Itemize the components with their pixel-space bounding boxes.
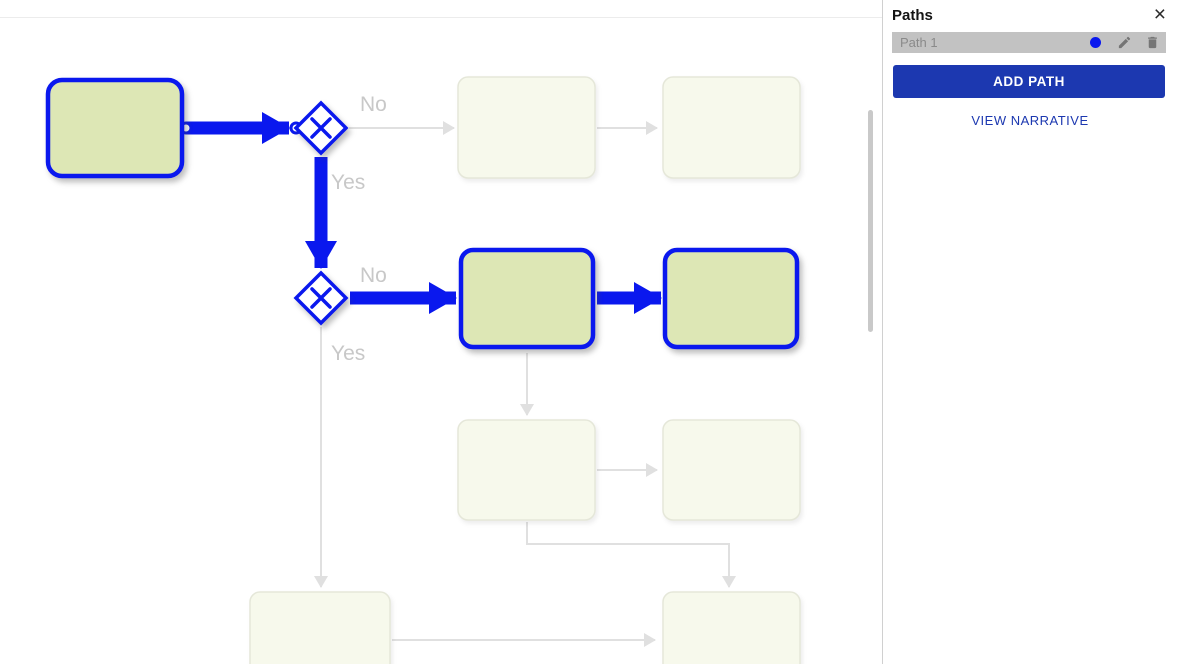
paths-panel-header: Paths × bbox=[883, 0, 1177, 26]
diagram-canvas: No Yes No Yes bbox=[0, 17, 882, 664]
task-node-start[interactable] bbox=[45, 77, 185, 179]
gateway1-x-icon bbox=[310, 117, 332, 139]
flow-diagram: No Yes No Yes bbox=[45, 76, 801, 664]
task-node-2[interactable] bbox=[457, 76, 596, 179]
close-panel-button[interactable]: × bbox=[1152, 4, 1168, 25]
edge-center6-bottom9 bbox=[526, 522, 736, 588]
canvas-top-divider bbox=[0, 17, 882, 18]
path-list-item[interactable]: Path 1 bbox=[892, 32, 1166, 53]
vertical-scrollbar-thumb[interactable] bbox=[868, 110, 873, 332]
gateway1-yes-label: Yes bbox=[331, 171, 365, 194]
gateway-node-1[interactable] bbox=[293, 100, 349, 156]
gateway-node-2[interactable] bbox=[293, 270, 349, 326]
trash-icon bbox=[1148, 36, 1157, 49]
paths-panel: Paths × Path 1 ADD PATH VIEW NARRATIVE bbox=[882, 0, 1177, 664]
task-node-3[interactable] bbox=[662, 76, 801, 179]
gateway2-yes-label: Yes bbox=[331, 342, 365, 365]
add-path-button[interactable]: ADD PATH bbox=[893, 65, 1165, 98]
task-node-8[interactable] bbox=[249, 591, 391, 664]
task-node-7[interactable] bbox=[662, 419, 801, 521]
task-node-6[interactable] bbox=[457, 419, 596, 521]
paths-panel-title: Paths bbox=[892, 6, 933, 24]
gateway1-no-label: No bbox=[360, 93, 387, 116]
edit-path-button[interactable] bbox=[1117, 35, 1132, 50]
path-name-label: Path 1 bbox=[900, 35, 938, 50]
delete-path-button[interactable] bbox=[1145, 35, 1160, 50]
gateway2-no-label: No bbox=[360, 264, 387, 287]
path-color-dot bbox=[1090, 37, 1101, 48]
task-node-9[interactable] bbox=[662, 591, 801, 664]
pencil-icon bbox=[1118, 36, 1131, 49]
close-icon: × bbox=[1153, 3, 1166, 26]
task-node-5[interactable] bbox=[662, 247, 800, 350]
task-node-4[interactable] bbox=[458, 247, 596, 350]
view-narrative-link[interactable]: VIEW NARRATIVE bbox=[971, 113, 1089, 128]
gateway2-x-icon bbox=[310, 287, 332, 309]
